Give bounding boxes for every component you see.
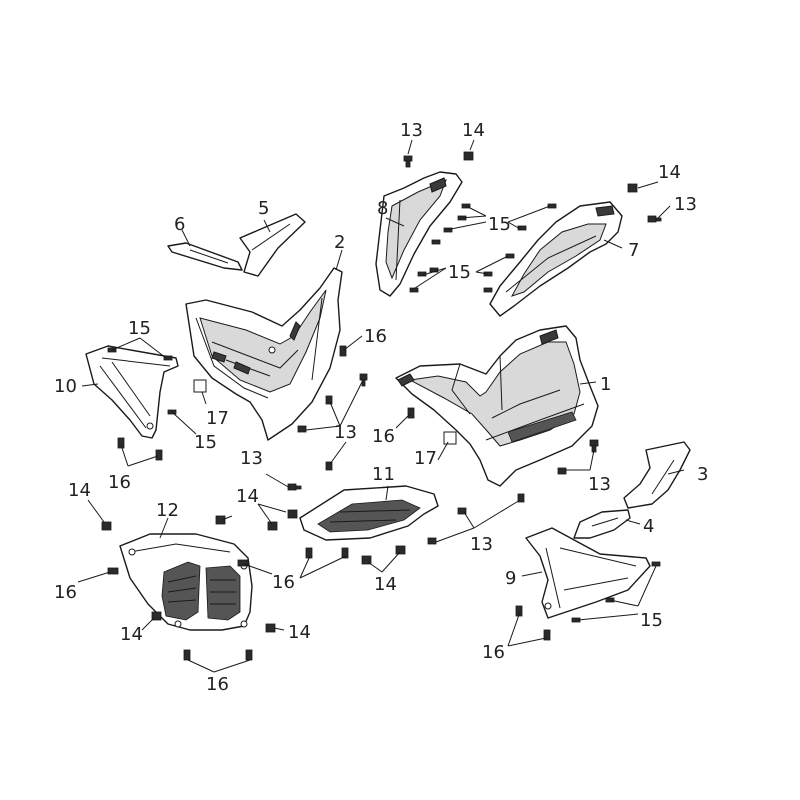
clip-14-top-right — [627, 183, 638, 193]
callout-14-bottom-right: 14 — [288, 622, 311, 643]
callout-16-far-left: 16 — [54, 582, 77, 603]
callout-15-top: 15 — [488, 214, 511, 235]
callout-16-right: 16 — [482, 642, 505, 663]
callout-16-left: 16 — [108, 472, 131, 493]
screw-13-lower — [457, 507, 467, 515]
screw-13-center-d — [325, 461, 333, 471]
callout-5: 5 — [258, 198, 269, 219]
callout-17-center: 17 — [414, 448, 437, 469]
clip-14-mid-b — [267, 521, 278, 531]
callout-7: 7 — [628, 240, 639, 261]
screw-13-top — [403, 155, 413, 168]
callout-15-upper: 15 — [448, 262, 471, 283]
part-11-skid-plate — [299, 485, 439, 541]
callout-14-top: 14 — [462, 120, 485, 141]
clip-14-left — [101, 521, 112, 531]
nut-17-left — [193, 379, 207, 393]
callout-13-center: 13 — [334, 422, 357, 443]
screw-13-center-c — [297, 425, 307, 433]
callout-16-center: 16 — [364, 326, 387, 347]
callout-1: 1 — [600, 374, 611, 395]
clip-14-mid-c — [287, 509, 298, 519]
screw-13-center-b — [325, 395, 333, 405]
callout-13-lower: 13 — [470, 534, 493, 555]
leader-lines — [77, 139, 685, 673]
callout-14-mid: 14 — [236, 486, 259, 507]
part-3-panel — [623, 441, 691, 509]
part-1-main-body — [395, 325, 599, 487]
callout-13-top-right: 13 — [674, 194, 697, 215]
nut-17-center — [443, 431, 457, 445]
clip-14-top — [463, 151, 474, 161]
clip-14-mid-a — [215, 515, 226, 525]
part-5-panel — [239, 213, 306, 277]
callout-3: 3 — [697, 464, 708, 485]
callout-15-right: 15 — [640, 610, 663, 631]
callout-14-top-right: 14 — [658, 162, 681, 183]
callout-14-left: 14 — [68, 480, 91, 501]
screw-13-lower-b — [517, 493, 525, 503]
part-6-small-cover — [167, 242, 243, 271]
part-7-right-cover — [489, 201, 623, 317]
callout-13-mid-left: 13 — [240, 448, 263, 469]
callout-15-left-lower: 15 — [194, 432, 217, 453]
part-8-upper-cover — [375, 171, 463, 297]
clip-14-bottom-left — [151, 611, 162, 621]
callout-4: 4 — [643, 516, 654, 537]
part-12-front-cover — [119, 533, 253, 631]
part-10-left-bracket — [85, 345, 179, 439]
callout-11: 11 — [372, 464, 395, 485]
part-9-right-bracket — [525, 527, 651, 619]
callout-10: 10 — [54, 376, 77, 397]
callout-6: 6 — [174, 214, 185, 235]
callout-9: 9 — [505, 568, 516, 589]
callout-16-center-b: 16 — [372, 426, 395, 447]
clip-14-lower-b — [395, 545, 406, 555]
part-2-left-frame-cover — [185, 267, 343, 441]
callout-16-mid: 16 — [272, 572, 295, 593]
clip-14-lower-a — [361, 555, 372, 565]
callout-14-lower: 14 — [374, 574, 397, 595]
part-4-small-panel — [573, 509, 631, 539]
clip-14-bottom-right — [265, 623, 276, 633]
callout-14-bottom-left: 14 — [120, 624, 143, 645]
callout-2: 2 — [334, 232, 345, 253]
callout-16-bottom: 16 — [206, 674, 229, 695]
callout-13-top: 13 — [400, 120, 423, 141]
callout-15-left: 15 — [128, 318, 151, 339]
callout-labels: 1 2 3 4 5 6 7 8 9 10 11 12 13 13 13 13 1… — [54, 120, 708, 695]
screw-13-lower-c — [427, 537, 437, 545]
callout-8: 8 — [377, 198, 388, 219]
callout-17-left: 17 — [206, 408, 229, 429]
callout-12: 12 — [156, 500, 179, 521]
screw-13-mid-left — [287, 483, 302, 491]
callout-13-right: 13 — [588, 474, 611, 495]
screw-13-right-b — [557, 467, 567, 475]
